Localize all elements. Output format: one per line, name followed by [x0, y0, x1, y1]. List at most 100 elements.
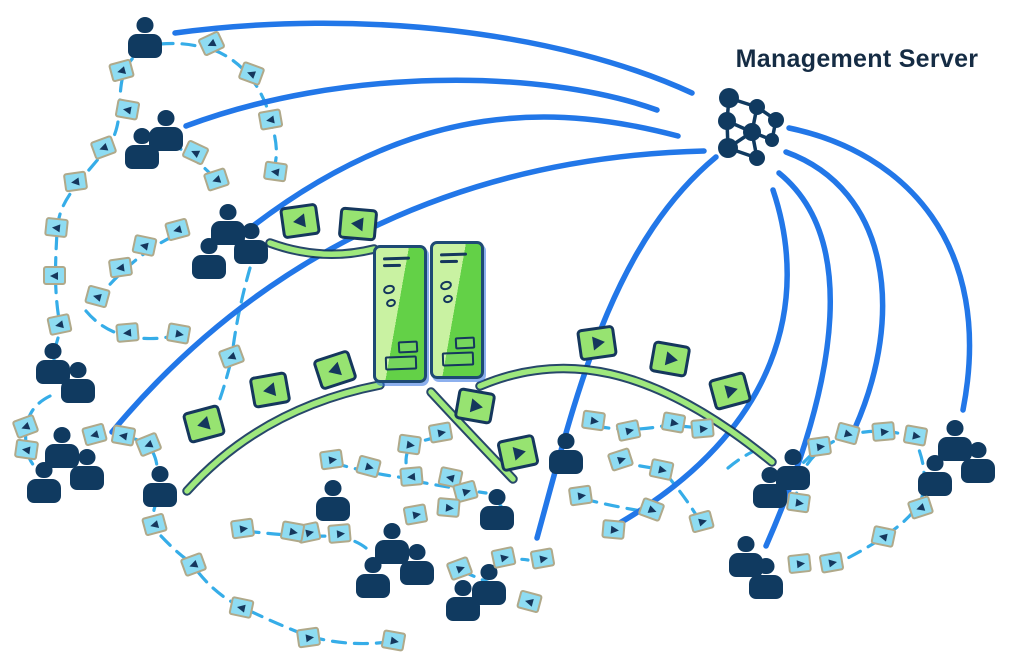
- user-icon: [232, 223, 270, 264]
- play-left-icon: [406, 472, 415, 481]
- play-left-icon: [91, 291, 102, 302]
- play-right-icon: [794, 498, 805, 508]
- video-chunk-icon: [257, 108, 284, 131]
- video-chunk-icon: [785, 491, 812, 514]
- play-left-icon: [97, 142, 108, 153]
- server-vent: [382, 256, 411, 261]
- video-chunk-icon: [44, 216, 69, 239]
- play-right-icon: [288, 527, 299, 537]
- play-left-icon: [53, 319, 64, 330]
- video-segment-icon: [181, 403, 227, 445]
- play-left-icon: [114, 263, 125, 273]
- video-chunk-icon: [787, 552, 812, 575]
- play-left-icon: [19, 421, 30, 432]
- video-chunk-icon: [46, 312, 73, 337]
- user-icon: [478, 489, 516, 530]
- play-right-icon: [336, 529, 345, 538]
- video-chunk-icon: [43, 266, 66, 285]
- video-chunk-icon: [13, 438, 40, 461]
- play-left-icon: [264, 115, 275, 125]
- play-left-icon: [235, 602, 246, 613]
- user-icon: [190, 238, 228, 279]
- play-right-icon: [576, 490, 587, 500]
- user-icon: [547, 433, 585, 474]
- server-cluster-icon: [743, 123, 761, 141]
- video-chunk-icon: [62, 170, 89, 193]
- relay-arc: [477, 365, 775, 465]
- play-right-icon: [538, 553, 549, 563]
- server-led: [381, 283, 397, 296]
- video-chunk-icon: [615, 418, 642, 443]
- video-chunk-icon: [89, 134, 118, 161]
- play-left-icon: [115, 65, 126, 76]
- video-chunk-icon: [871, 421, 896, 442]
- media-server-rack: [373, 241, 484, 386]
- play-right-icon: [327, 454, 338, 464]
- management-server-label: Management Server: [735, 45, 979, 73]
- video-chunk-icon: [165, 322, 192, 345]
- user-icon: [354, 557, 392, 598]
- video-chunk-icon: [660, 411, 687, 434]
- server-vent: [439, 259, 459, 264]
- server-tower-icon: [373, 245, 427, 383]
- video-segment-icon: [496, 433, 540, 473]
- play-right-icon: [843, 428, 854, 439]
- play-left-icon: [205, 38, 216, 50]
- video-chunk-icon: [202, 166, 231, 193]
- video-segment-icon: [311, 348, 359, 392]
- play-right-icon: [389, 636, 400, 646]
- management-connection-curve: [250, 114, 681, 229]
- p2p-dashed-link: [158, 41, 206, 50]
- video-chunk-icon: [601, 519, 626, 540]
- play-right-icon: [304, 527, 315, 538]
- server-vent: [382, 263, 402, 268]
- play-left-icon: [20, 444, 31, 454]
- play-right-icon: [304, 632, 315, 642]
- play-left-icon: [138, 240, 149, 251]
- video-chunk-icon: [529, 547, 556, 570]
- video-chunk-icon: [436, 497, 461, 518]
- play-right-icon: [880, 427, 889, 436]
- video-chunk-icon: [806, 435, 833, 458]
- server-drive-slot: [397, 340, 419, 354]
- user-icon: [314, 480, 352, 521]
- play-left-icon: [189, 146, 200, 158]
- play-right-icon: [723, 382, 740, 399]
- play-left-icon: [261, 382, 276, 399]
- video-chunk-icon: [490, 545, 517, 570]
- user-icon: [68, 449, 106, 490]
- play-right-icon: [455, 563, 466, 574]
- play-left-icon: [225, 351, 236, 362]
- video-chunk-icon: [580, 409, 607, 432]
- play-right-icon: [664, 351, 679, 368]
- user-icon: [398, 544, 436, 585]
- video-chunk-icon: [818, 551, 845, 574]
- video-chunk-icon: [114, 98, 141, 121]
- server-cluster-icon: [718, 138, 738, 158]
- play-right-icon: [436, 427, 447, 437]
- play-right-icon: [461, 486, 472, 497]
- server-drive-slot: [384, 355, 418, 371]
- video-chunk-icon: [606, 446, 635, 473]
- user-icon: [126, 17, 164, 58]
- play-right-icon: [699, 424, 708, 433]
- video-chunk-icon: [870, 524, 897, 549]
- video-chunk-icon: [80, 422, 109, 447]
- user-icon: [470, 564, 508, 605]
- server-cluster-icon: [765, 133, 779, 147]
- video-chunk-icon: [140, 512, 169, 537]
- video-chunk-icon: [131, 233, 158, 258]
- video-chunk-icon: [134, 431, 163, 458]
- play-right-icon: [411, 509, 422, 519]
- play-right-icon: [589, 416, 600, 426]
- video-chunk-icon: [380, 629, 407, 652]
- server-drive-slot: [454, 336, 476, 350]
- video-chunk-icon: [515, 589, 544, 614]
- p2p-dashed-link: [90, 433, 159, 474]
- video-chunk-icon: [402, 503, 429, 526]
- management-connection-curve: [109, 148, 707, 435]
- play-left-icon: [117, 430, 128, 440]
- video-chunk-icon: [107, 58, 136, 83]
- play-right-icon: [815, 441, 826, 451]
